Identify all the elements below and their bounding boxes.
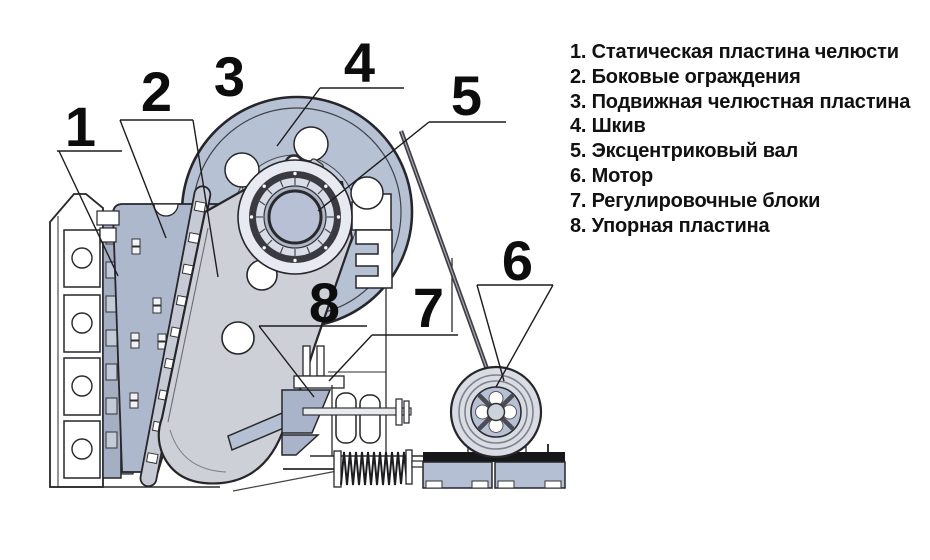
leader-lines xyxy=(57,87,554,398)
callout-3: 3 xyxy=(213,45,245,108)
legend-item-2: 2. Боковые ограждения xyxy=(570,65,801,88)
legend-item-5: 5. Эксцентриковый вал xyxy=(570,140,798,163)
callout-6: 6 xyxy=(501,229,533,292)
callout-2: 2 xyxy=(140,60,172,123)
drive-belt xyxy=(398,130,495,384)
callout-5: 5 xyxy=(450,64,482,127)
legend-item-6: 6. Мотор xyxy=(570,164,653,187)
callout-8: 8 xyxy=(308,271,340,334)
roller-hatching xyxy=(255,177,335,257)
legend-item-8: 8. Упорная пластина xyxy=(570,214,770,237)
legend-item-4: 4. Шкив xyxy=(570,115,646,138)
legend: 1. Статическая пластина челюсти 2. Боков… xyxy=(570,40,920,238)
static-jaw-column xyxy=(49,193,220,488)
eccentric-bearing xyxy=(237,154,353,275)
legend-item-3: 3. Подвижная челюстная пластина xyxy=(570,90,911,113)
callout-1: 1 xyxy=(64,95,96,158)
frame-mid xyxy=(302,371,432,457)
legend-item-1: 1. Статическая пластина челюсти xyxy=(570,41,899,63)
legend-item-7: 7. Регулировочные блоки xyxy=(570,189,821,212)
callout-7: 7 xyxy=(412,276,444,339)
callout-4: 4 xyxy=(343,31,375,94)
motor-pulley xyxy=(449,365,543,459)
